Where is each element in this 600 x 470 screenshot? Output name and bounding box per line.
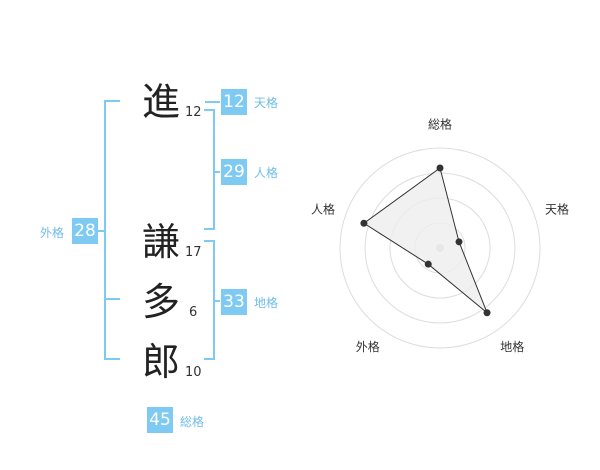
gaikaku-value: 28 [72, 218, 98, 244]
jinkaku-bracket-bottom [204, 228, 215, 230]
name-char-4: 郎 [141, 340, 180, 384]
jinkaku-label: 人格 [254, 166, 279, 180]
radar-axis-label: 地格 [500, 339, 524, 354]
radar-axis-label: 人格 [311, 201, 335, 216]
tenkaku-connector [205, 101, 220, 103]
tenkaku-value: 12 [221, 89, 247, 115]
gaikaku-bracket-vertical [104, 100, 106, 360]
radar-axis-label: 総格 [428, 117, 452, 132]
name-char-3: 多 [141, 280, 180, 324]
gaikaku-bracket-bottom [104, 358, 120, 360]
radar-point [436, 164, 444, 172]
radar-point [455, 238, 463, 246]
chikaku-connector [215, 300, 220, 302]
radar-axis-label: 外格 [356, 339, 380, 354]
soukaku-value: 45 [147, 407, 173, 433]
name-char-2: 謙 [141, 220, 180, 264]
soukaku-label: 総格 [180, 415, 205, 429]
jinkaku-bracket-vertical [213, 109, 215, 230]
jinkaku-connector [215, 171, 220, 173]
name-char-1: 進 [141, 80, 180, 124]
gaikaku-bracket-top [104, 100, 120, 102]
chikaku-bracket-bottom [204, 358, 215, 360]
stroke-count-2: 17 [185, 245, 202, 260]
chikaku-bracket-top [204, 240, 215, 242]
radar-point [424, 260, 432, 268]
radar-ring [339, 147, 541, 349]
stroke-count-3: 6 [189, 305, 198, 320]
tenkaku-label: 天格 [254, 96, 279, 110]
radar-point [483, 309, 491, 317]
stroke-count-1: 12 [185, 105, 202, 120]
radar-axis-label: 天格 [545, 201, 569, 216]
gaikaku-connector [98, 230, 104, 232]
chikaku-bracket-vertical [213, 240, 215, 360]
stroke-count-4: 10 [185, 365, 202, 380]
gaikaku-label: 外格 [40, 226, 65, 240]
gaikaku-bracket-mid [104, 298, 120, 300]
jinkaku-value: 29 [221, 159, 247, 185]
jinkaku-bracket-top [204, 109, 215, 111]
radar-point [360, 219, 368, 227]
chikaku-label: 地格 [254, 296, 279, 310]
chikaku-value: 33 [221, 289, 247, 315]
radar-polygon [363, 167, 488, 314]
